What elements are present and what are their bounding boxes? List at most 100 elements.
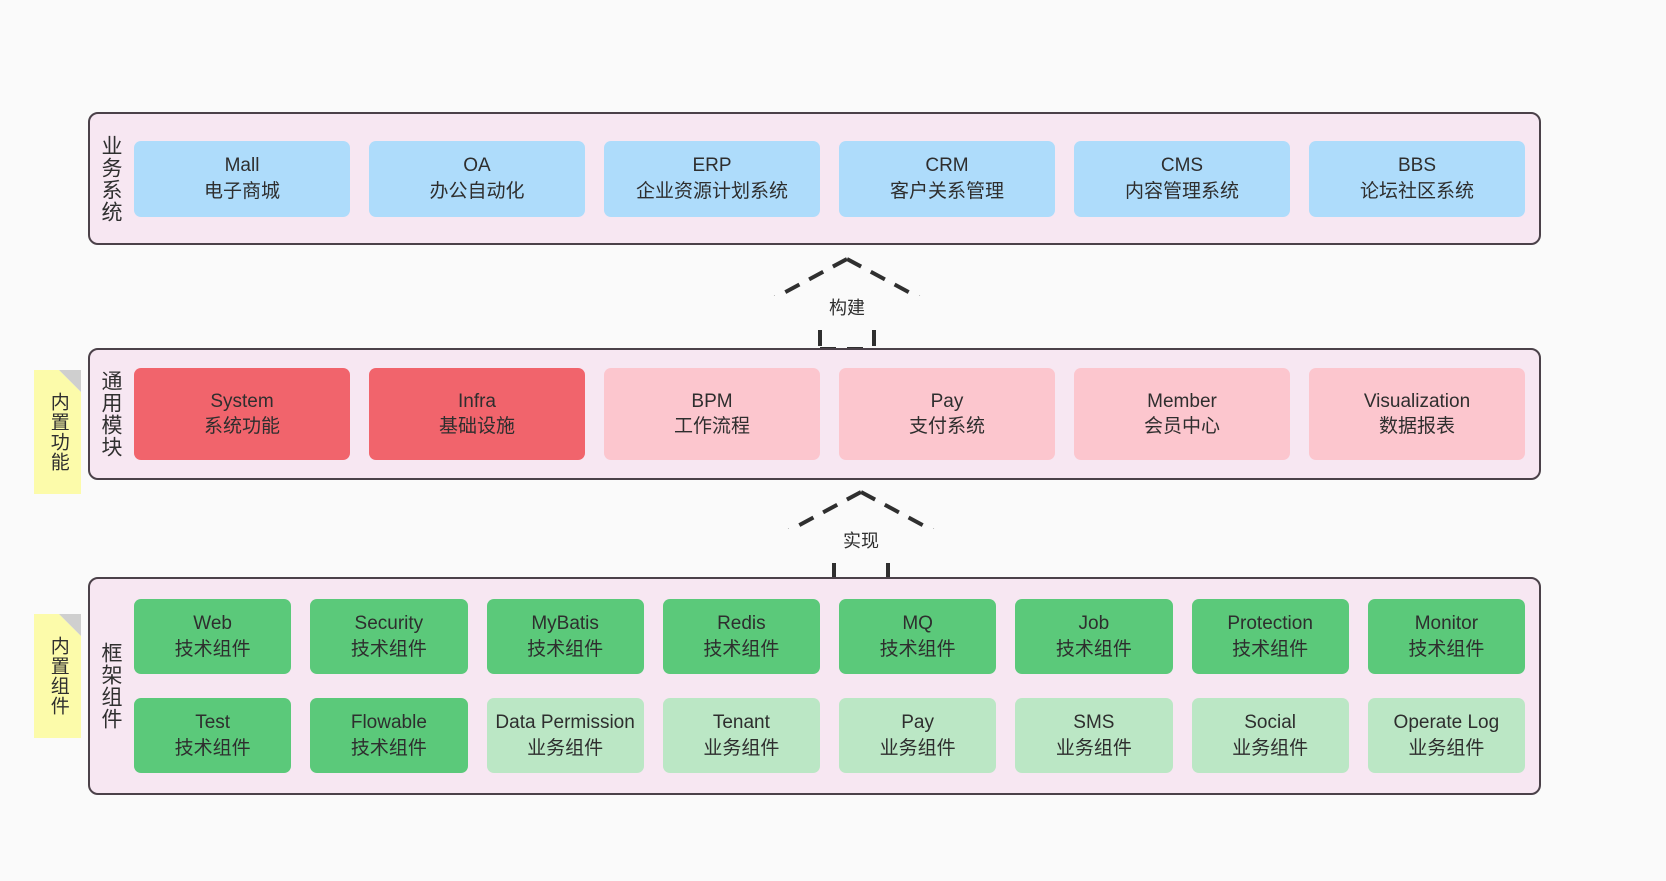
layer-title-common: 通用模块: [98, 370, 122, 458]
node-title: Security: [354, 613, 424, 635]
node-erp[interactable]: ERP 企业资源计划系统: [604, 140, 820, 217]
node-web[interactable]: Web 技术组件: [134, 599, 292, 674]
node-subtitle: 技术组件: [350, 638, 427, 660]
node-subtitle: 技术组件: [527, 638, 604, 660]
node-title: Mall: [224, 155, 260, 177]
node-title: Monitor: [1414, 613, 1479, 635]
node-subtitle: 电子商城: [203, 180, 280, 202]
node-title: ERP: [692, 155, 732, 177]
node-subtitle: 业务组件: [1408, 737, 1485, 759]
node-job[interactable]: Job 技术组件: [1015, 599, 1173, 674]
node-system[interactable]: System 系统功能: [134, 368, 350, 460]
node-member[interactable]: Member 会员中心: [1074, 368, 1290, 460]
layer-business-system: 业务系统 Mall 电子商城 OA 办公自动化 ERP 企业资源计划系统 CRM: [88, 112, 1541, 245]
node-title: Pay: [901, 712, 934, 734]
node-row-business-component: Test 技术组件 Flowable 技术组件 Data Permission …: [134, 698, 1525, 773]
node-subtitle: 业务组件: [703, 737, 780, 759]
node-subtitle: 工作流程: [673, 416, 750, 437]
node-pay-component[interactable]: Pay 业务组件: [839, 698, 997, 773]
arrow-build: 构建: [752, 255, 942, 351]
node-tenant[interactable]: Tenant 业务组件: [662, 698, 820, 773]
node-title: MQ: [902, 613, 933, 635]
node-flowable[interactable]: Flowable 技术组件: [310, 698, 468, 773]
node-title: Protection: [1227, 613, 1313, 635]
note-builtin-function: 内置功能: [34, 370, 81, 494]
node-operate-log[interactable]: Operate Log 业务组件: [1367, 698, 1525, 773]
node-title: Pay: [930, 390, 964, 412]
node-subtitle: 系统功能: [203, 416, 280, 437]
layer-common-module: 通用模块 System 系统功能 Infra 基础设施 BPM 工作流程 Pay: [88, 348, 1541, 480]
node-redis[interactable]: Redis 技术组件: [662, 599, 820, 674]
node-title: Tenant: [712, 712, 770, 734]
node-subtitle: 客户关系管理: [889, 180, 1004, 202]
node-title: OA: [463, 155, 491, 177]
node-oa[interactable]: OA 办公自动化: [369, 140, 585, 217]
node-subtitle: 企业资源计划系统: [635, 180, 788, 202]
node-test[interactable]: Test 技术组件: [134, 698, 292, 773]
node-title: BBS: [1397, 155, 1437, 177]
node-subtitle: 技术组件: [1055, 638, 1132, 660]
node-title: CMS: [1160, 155, 1204, 177]
node-subtitle: 论坛社区系统: [1359, 180, 1474, 202]
node-protection[interactable]: Protection 技术组件: [1191, 599, 1349, 674]
node-mq[interactable]: MQ 技术组件: [839, 599, 997, 674]
node-subtitle: 技术组件: [879, 638, 956, 660]
node-title: Job: [1078, 613, 1110, 635]
node-title: Web: [193, 613, 232, 635]
node-subtitle: 技术组件: [703, 638, 780, 660]
arrow-realize: 实现: [766, 488, 956, 584]
note-text: 内置功能: [47, 392, 69, 472]
node-mall[interactable]: Mall 电子商城: [134, 140, 350, 217]
node-bbs[interactable]: BBS 论坛社区系统: [1309, 140, 1525, 217]
node-subtitle: 支付系统: [908, 416, 985, 437]
node-subtitle: 内容管理系统: [1124, 180, 1239, 202]
note-builtin-component: 内置组件: [34, 614, 81, 738]
node-title: MyBatis: [531, 613, 599, 635]
layer-body-business: Mall 电子商城 OA 办公自动化 ERP 企业资源计划系统 CRM 客户关系…: [130, 114, 1539, 243]
layer-title-business: 业务系统: [98, 134, 122, 223]
node-subtitle: 办公自动化: [429, 180, 525, 202]
node-title: Visualization: [1363, 390, 1471, 412]
node-pay-module[interactable]: Pay 支付系统: [839, 368, 1055, 460]
node-bpm[interactable]: BPM 工作流程: [604, 368, 820, 460]
node-subtitle: 会员中心: [1143, 416, 1220, 437]
node-row: Mall 电子商城 OA 办公自动化 ERP 企业资源计划系统 CRM 客户关系…: [134, 140, 1525, 217]
node-title: Flowable: [350, 712, 427, 734]
node-title: Member: [1147, 390, 1217, 412]
node-subtitle: 技术组件: [1408, 638, 1485, 660]
node-subtitle: 业务组件: [1232, 737, 1309, 759]
node-title: SMS: [1073, 712, 1115, 734]
node-row-technical: Web 技术组件 Security 技术组件 MyBatis 技术组件 Redi…: [134, 599, 1525, 674]
node-sms[interactable]: SMS 业务组件: [1015, 698, 1173, 773]
node-title: Test: [195, 712, 231, 734]
node-title: Social: [1244, 712, 1296, 734]
layer-title-framework: 框架组件: [98, 642, 122, 730]
node-subtitle: 技术组件: [174, 638, 251, 660]
node-subtitle: 基础设施: [438, 416, 515, 437]
node-title: BPM: [691, 390, 733, 412]
node-subtitle: 业务组件: [1055, 737, 1132, 759]
note-text: 内置组件: [47, 636, 69, 716]
node-row: System 系统功能 Infra 基础设施 BPM 工作流程 Pay 支付系统…: [134, 368, 1525, 460]
node-security[interactable]: Security 技术组件: [310, 599, 468, 674]
node-data-permission[interactable]: Data Permission 业务组件: [486, 698, 644, 773]
node-crm[interactable]: CRM 客户关系管理: [839, 140, 1055, 217]
node-title: Data Permission: [495, 712, 635, 734]
node-title: Infra: [457, 390, 497, 412]
node-title: System: [210, 390, 274, 412]
node-infra[interactable]: Infra 基础设施: [369, 368, 585, 460]
node-social[interactable]: Social 业务组件: [1191, 698, 1349, 773]
node-cms[interactable]: CMS 内容管理系统: [1074, 140, 1290, 217]
node-subtitle: 数据报表: [1378, 416, 1455, 437]
node-visualization[interactable]: Visualization 数据报表: [1309, 368, 1525, 460]
node-subtitle: 技术组件: [174, 737, 251, 759]
node-subtitle: 业务组件: [527, 737, 604, 759]
node-subtitle: 技术组件: [1232, 638, 1309, 660]
node-title: CRM: [925, 155, 969, 177]
node-subtitle: 业务组件: [879, 737, 956, 759]
layer-framework-component: 框架组件 Web 技术组件 Security 技术组件 MyBatis 技术组件…: [88, 577, 1541, 795]
node-title: Redis: [717, 613, 766, 635]
node-monitor[interactable]: Monitor 技术组件: [1367, 599, 1525, 674]
node-mybatis[interactable]: MyBatis 技术组件: [486, 599, 644, 674]
